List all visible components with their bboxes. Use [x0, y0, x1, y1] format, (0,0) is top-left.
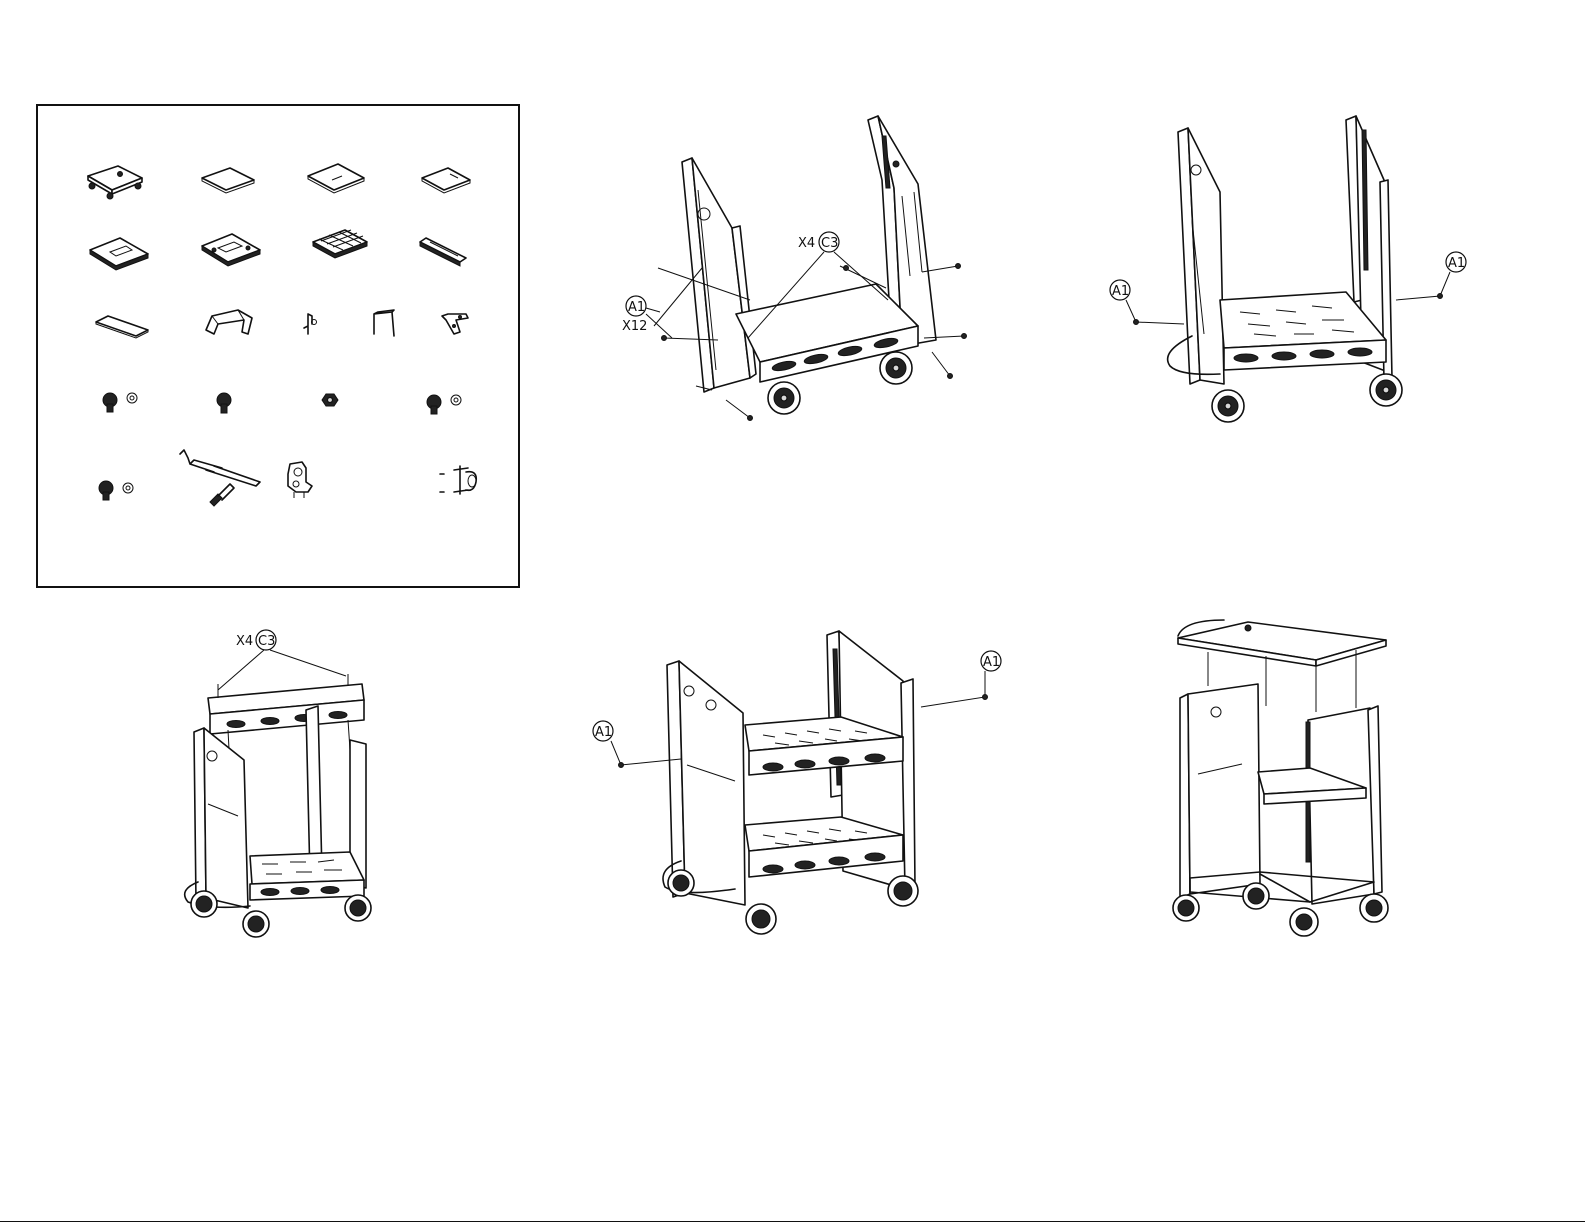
callout-left: A1	[593, 721, 681, 768]
side-panel-left	[667, 661, 745, 905]
tray-panel-icon	[202, 234, 260, 266]
cart-frame	[185, 706, 366, 908]
caster-front-left	[768, 382, 800, 414]
shelf-panel-icon	[308, 164, 364, 193]
callout-bolt: C3 X4	[798, 232, 839, 252]
grill-rack-icon	[313, 230, 367, 258]
screw-washer-icon	[99, 481, 133, 500]
caster-front-right	[880, 352, 912, 384]
top-frame	[1178, 620, 1386, 666]
screw-washer-icon	[103, 393, 137, 412]
tray-panel-icon	[90, 238, 148, 270]
caster-left	[1212, 390, 1244, 422]
corner-bracket-icon	[442, 314, 468, 334]
rail-bracket-icon	[420, 238, 466, 266]
nut-icon	[322, 394, 338, 406]
callout-bolt-qty: X4	[236, 634, 253, 649]
callout-bolt-id: C3	[821, 236, 838, 251]
shelf-panel-icon	[202, 168, 254, 193]
caster-right	[1370, 374, 1402, 406]
step3-diagram: C3 X4	[170, 620, 400, 950]
callout-right: A1	[921, 651, 1001, 707]
step4-diagram: A1 A1	[585, 625, 1035, 945]
callout-left: A1	[1110, 280, 1184, 325]
callout-left-id: A1	[595, 725, 612, 740]
step5-diagram	[1160, 612, 1410, 952]
side-panel-left	[682, 158, 756, 392]
callout-bolt-id: C3	[258, 634, 275, 649]
u-bracket-icon	[374, 310, 394, 336]
callout-screw: A1 X12	[622, 296, 672, 338]
step2-diagram: A1 A1	[1100, 100, 1480, 430]
side-panel-left	[1180, 684, 1260, 898]
callout-right-id: A1	[1448, 256, 1465, 271]
callout-left-id: A1	[1112, 284, 1129, 299]
parts-list	[36, 104, 520, 588]
base-platform-icon	[88, 166, 142, 199]
flat-plate-icon	[96, 316, 148, 338]
callout-screw-id: A1	[628, 300, 645, 315]
side-panel-left	[1178, 128, 1224, 384]
screw-icon	[217, 393, 231, 413]
caster-lock-icon	[288, 462, 312, 498]
callout-right-id: A1	[983, 655, 1000, 670]
clip-icon	[304, 314, 317, 334]
callout-bolt-qty: X4	[798, 236, 815, 251]
screw-washer-icon	[427, 395, 461, 414]
hex-key-icon	[180, 450, 260, 506]
callout-bolt: C3 X4	[236, 630, 276, 650]
step1-diagram: A1 X12 C3 X4	[600, 100, 1000, 440]
side-panel-right	[1306, 706, 1382, 904]
callout-right: A1	[1396, 252, 1466, 300]
callout-screw-qty: X12	[622, 319, 647, 334]
bottom-rule	[0, 1221, 1585, 1222]
hook-icon	[440, 466, 476, 494]
top-bar	[208, 684, 364, 734]
shelf-panel-icon	[422, 168, 470, 193]
bridge-bracket-icon	[206, 310, 252, 334]
